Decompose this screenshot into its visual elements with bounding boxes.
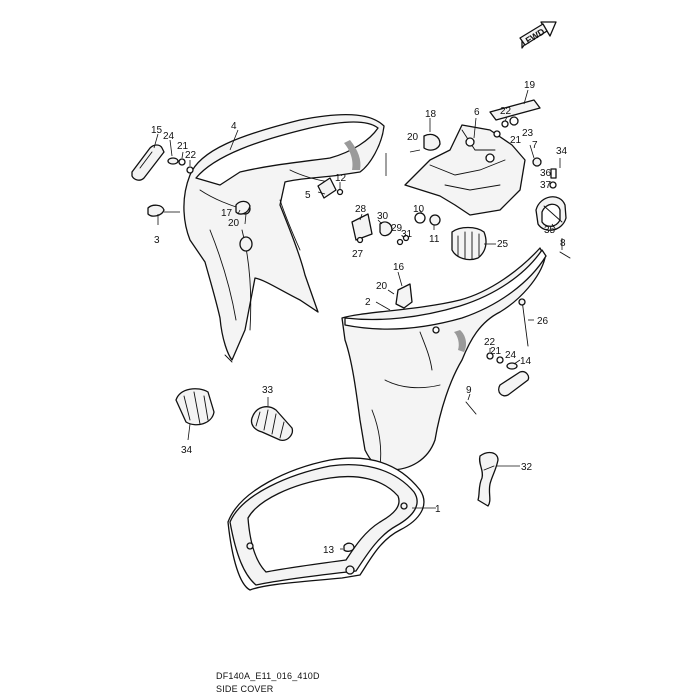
callout-20-cover: 20 bbox=[228, 218, 240, 229]
grommet-21-left bbox=[178, 158, 186, 166]
callout-7: 7 bbox=[532, 140, 538, 151]
callout-21-right: 21 bbox=[510, 135, 522, 146]
callout-3: 3 bbox=[154, 235, 160, 246]
callout-23: 23 bbox=[522, 128, 534, 139]
callout-18: 18 bbox=[425, 109, 437, 120]
screw-27 bbox=[356, 236, 364, 244]
grommet-25 bbox=[451, 226, 487, 261]
spacer-18 bbox=[423, 133, 441, 151]
nut-7 bbox=[532, 157, 542, 167]
callout-19: 19 bbox=[524, 80, 536, 91]
boot-33 bbox=[250, 406, 294, 441]
callout-21-left: 21 bbox=[177, 141, 189, 152]
washer-24-left bbox=[167, 157, 179, 165]
callout-34-bottom: 34 bbox=[181, 445, 193, 456]
washer-24-right bbox=[506, 362, 518, 370]
callout-6: 6 bbox=[474, 107, 480, 118]
callout-22-left: 22 bbox=[185, 150, 197, 161]
callout-20-bracket: 20 bbox=[407, 132, 419, 143]
callout-12: 12 bbox=[335, 173, 347, 184]
callout-2: 2 bbox=[365, 297, 371, 308]
tie-26-head bbox=[518, 298, 526, 306]
left-side-cover bbox=[183, 113, 385, 363]
callout-26: 26 bbox=[537, 316, 549, 327]
callout-24-right: 24 bbox=[505, 350, 517, 361]
callout-30: 30 bbox=[377, 211, 389, 222]
retainer-30 bbox=[379, 221, 393, 237]
callout-20-lower: 20 bbox=[376, 281, 388, 292]
callout-27: 27 bbox=[352, 249, 364, 260]
callout-29: 29 bbox=[391, 223, 403, 234]
callout-17: 17 bbox=[221, 208, 233, 219]
grommet-21-right bbox=[493, 130, 501, 138]
diagram-code: DF140A_E11_016_410D bbox=[216, 671, 320, 681]
callout-28: 28 bbox=[355, 204, 367, 215]
fwd-arrow-icon: FWD bbox=[519, 21, 557, 49]
callout-5: 5 bbox=[305, 190, 311, 201]
callout-33: 33 bbox=[262, 385, 274, 396]
ring-22-left bbox=[186, 166, 194, 174]
callout-16: 16 bbox=[393, 262, 405, 273]
ring-22-lower bbox=[486, 352, 494, 360]
callout-21-lower: 21 bbox=[490, 346, 502, 357]
latch-5 bbox=[317, 177, 337, 199]
seal-frame-1 bbox=[227, 457, 425, 591]
washer-31 bbox=[402, 234, 410, 242]
washer-23 bbox=[509, 116, 519, 126]
callout-10: 10 bbox=[413, 204, 425, 215]
plate-19 bbox=[489, 99, 541, 121]
diagram-title: SIDE COVER bbox=[216, 684, 274, 694]
callout-11: 11 bbox=[429, 234, 440, 245]
callout-4: 4 bbox=[231, 121, 237, 132]
bolt-8 bbox=[559, 251, 571, 259]
callout-25: 25 bbox=[497, 239, 509, 250]
callout-13: 13 bbox=[323, 545, 335, 556]
handle-right bbox=[498, 370, 530, 397]
tie-26 bbox=[521, 299, 529, 347]
bracket-6 bbox=[404, 124, 526, 216]
callout-31: 31 bbox=[401, 229, 413, 240]
callout-24-left: 24 bbox=[163, 131, 175, 142]
callout-15: 15 bbox=[151, 125, 163, 136]
ring-22-right bbox=[501, 120, 509, 128]
callout-1: 1 bbox=[435, 504, 441, 515]
callout-8: 8 bbox=[560, 238, 566, 249]
callout-14: 14 bbox=[520, 356, 532, 367]
callout-34-top: 34 bbox=[556, 146, 568, 157]
leader-lines bbox=[153, 89, 563, 550]
screw-12 bbox=[336, 188, 344, 196]
callout-22-lower: 22 bbox=[484, 337, 496, 348]
bolt-9 bbox=[465, 401, 477, 415]
washer-37 bbox=[549, 181, 557, 189]
grommet-21-lower bbox=[496, 356, 504, 364]
boot-34 bbox=[175, 388, 215, 426]
seal-34-35 bbox=[535, 196, 567, 231]
handle-left bbox=[131, 144, 165, 181]
callout-37: 37 bbox=[540, 180, 552, 191]
plug-13 bbox=[343, 542, 355, 552]
cushion-10 bbox=[414, 212, 426, 224]
right-side-cover bbox=[341, 247, 547, 471]
clip-28 bbox=[351, 213, 373, 241]
callout-35: 35 bbox=[544, 225, 556, 236]
grommet-3 bbox=[147, 204, 165, 217]
callout-labels: 1 2 3 4 5 6 7 8 9 10 11 12 13 14 15 16 1… bbox=[151, 80, 568, 556]
clamp-32 bbox=[477, 451, 499, 507]
callout-22-right: 22 bbox=[500, 106, 512, 117]
callout-32: 32 bbox=[521, 462, 533, 473]
callout-9: 9 bbox=[466, 385, 472, 396]
callout-36: 36 bbox=[540, 168, 552, 179]
screw-29 bbox=[396, 238, 404, 246]
cushion-11 bbox=[429, 214, 441, 226]
screw-36 bbox=[550, 168, 557, 179]
